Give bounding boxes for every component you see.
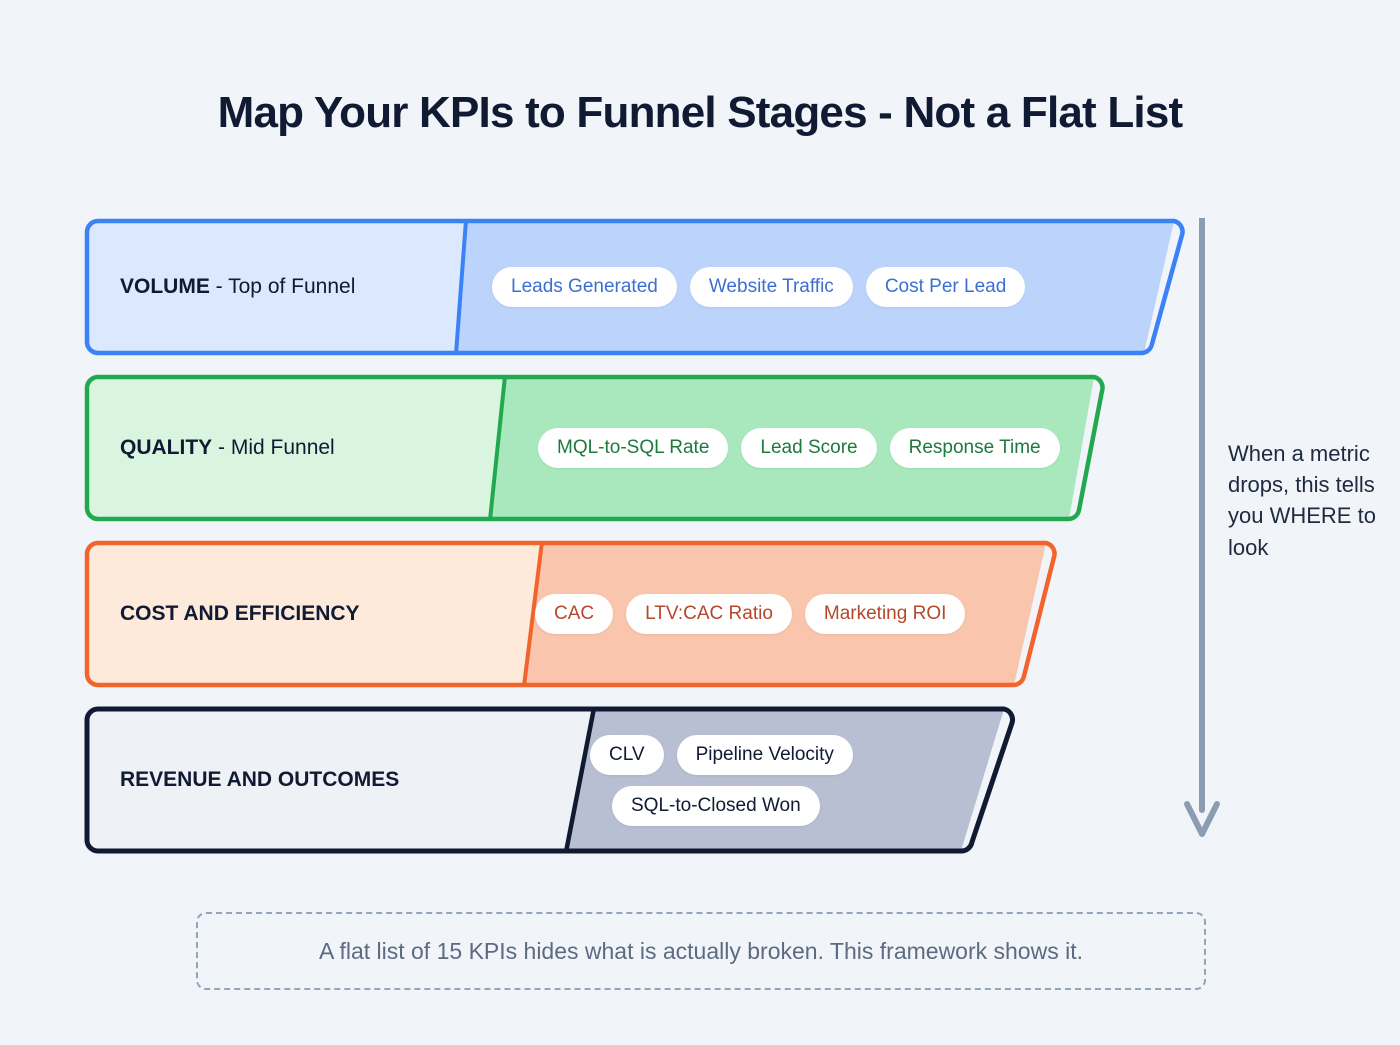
footer-caption-text: A flat list of 15 KPIs hides what is act… [318, 937, 1083, 964]
downward-flow-arrow-icon [1182, 215, 1222, 847]
kpi-pill[interactable]: LTV:CAC Ratio [626, 594, 792, 634]
side-note-text: When a metric drops, this tells you WHER… [1228, 441, 1376, 560]
kpi-pill[interactable]: SQL-to-Closed Won [612, 785, 820, 826]
funnel-diagram: VOLUME - Top of Funnel Leads Generated W… [84, 218, 1194, 872]
funnel-stage-volume[interactable]: VOLUME - Top of Funnel Leads Generated W… [84, 218, 1194, 356]
stage-label-volume: VOLUME - Top of Funnel [120, 275, 356, 298]
kpi-pill-group-quality: MQL-to-SQL Rate Lead Score Response Time [538, 428, 1060, 468]
kpi-pill-group-cost-and-efficiency: CAC LTV:CAC Ratio Marketing ROI [535, 594, 966, 634]
funnel-stage-cost-and-efficiency[interactable]: COST AND EFFICIENCY CAC LTV:CAC Ratio Ma… [84, 540, 1194, 688]
kpi-pill[interactable]: Lead Score [741, 428, 877, 468]
kpi-pill[interactable]: Response Time [889, 428, 1060, 468]
kpi-pill-group-volume: Leads Generated Website Traffic Cost Per… [492, 267, 1026, 307]
kpi-pill[interactable]: Pipeline Velocity [676, 734, 853, 775]
kpi-pill[interactable]: Leads Generated [492, 267, 677, 307]
stage-label-cost-and-efficiency: COST AND EFFICIENCY [120, 602, 360, 625]
kpi-pill[interactable]: Website Traffic [689, 267, 853, 307]
kpi-pill[interactable]: CLV [590, 734, 664, 775]
funnel-stage-revenue-and-outcomes[interactable]: REVENUE AND OUTCOMES CLV Pipeline Veloci… [84, 706, 1194, 854]
kpi-pill[interactable]: Cost Per Lead [865, 267, 1026, 307]
kpi-pill[interactable]: Marketing ROI [804, 594, 966, 634]
stage-label-quality: QUALITY - Mid Funnel [120, 436, 335, 459]
kpi-pill[interactable]: MQL-to-SQL Rate [538, 428, 729, 468]
footer-caption: A flat list of 15 KPIs hides what is act… [196, 912, 1206, 990]
stage-label-revenue-and-outcomes: REVENUE AND OUTCOMES [120, 768, 400, 791]
page-title: Map Your KPIs to Funnel Stages - Not a F… [217, 88, 1184, 137]
kpi-pill-group-revenue-and-outcomes: CLV Pipeline Velocity SQL-to-Closed Won [590, 734, 920, 826]
kpi-pill[interactable]: CAC [535, 594, 614, 634]
funnel-stage-quality[interactable]: QUALITY - Mid Funnel MQL-to-SQL Rate Lea… [84, 374, 1194, 522]
